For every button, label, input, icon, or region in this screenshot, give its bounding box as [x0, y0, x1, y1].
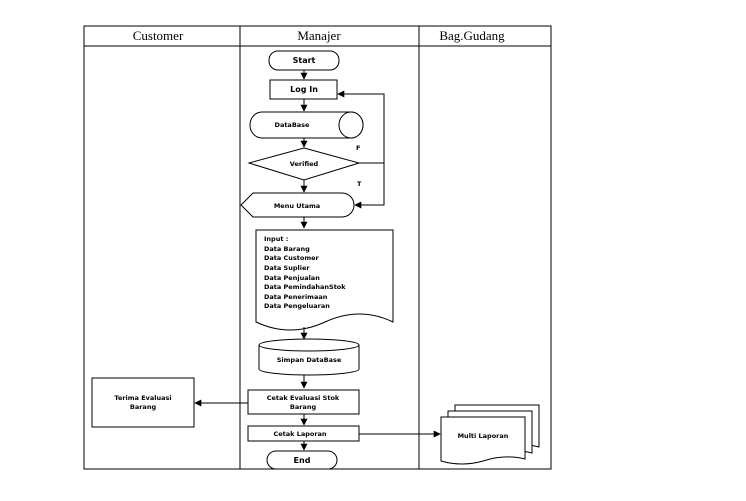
input-line-6: Data Penerimaan — [264, 293, 328, 301]
database-storage: DataBase — [249, 111, 364, 139]
login-label: Log In — [290, 85, 318, 94]
terima-evaluasi-label-line1: Terima Evaluasi — [114, 394, 171, 402]
database-label: DataBase — [275, 121, 310, 129]
lane-title-manajer: Manajer — [297, 28, 341, 43]
arrow-verified-false-login — [337, 90, 385, 164]
login-process: Log In — [269, 79, 338, 100]
arrow-verified-true-menu — [354, 163, 385, 209]
input-document: Input : Data Barang Data Customer Data S… — [255, 229, 394, 331]
cetak-evaluasi-label-line1: Cetak Evaluasi Stok — [267, 394, 340, 402]
simpan-database-cylinder: Simpan DataBase — [258, 338, 360, 376]
verified-decision: Verified — [247, 147, 361, 181]
end-label: End — [294, 456, 311, 465]
input-line-0: Input : — [264, 235, 288, 243]
input-line-2: Data Customer — [264, 254, 320, 262]
cetak-evaluasi-process: Cetak Evaluasi Stok Barang — [247, 389, 360, 415]
cetak-laporan-process: Cetak Laporan — [247, 425, 360, 442]
end-terminator: End — [266, 450, 338, 470]
input-line-5: Data PemindahanStok — [264, 283, 346, 291]
input-line-7: Data Pengeluaran — [264, 302, 330, 310]
input-line-3: Data Suplier — [264, 264, 310, 272]
input-line-1: Data Barang — [264, 245, 310, 253]
verified-label: Verified — [290, 160, 319, 168]
input-line-4: Data Penjualan — [264, 274, 320, 282]
lane-title-customer: Customer — [133, 28, 184, 43]
menu-utama-display: Menu Utama — [240, 192, 355, 218]
cetak-evaluasi-label-line2: Barang — [290, 403, 317, 411]
start-label: Start — [293, 56, 316, 65]
menu-utama-label: Menu Utama — [274, 202, 320, 210]
lane-title-bag-gudang: Bag.Gudang — [439, 28, 505, 43]
terima-evaluasi-process: Terima Evaluasi Barang — [91, 377, 195, 428]
label-false: F — [356, 144, 360, 152]
terima-evaluasi-label-line2: Barang — [130, 403, 157, 411]
multi-laporan-document: Multi Laporan — [440, 404, 540, 465]
start-terminator: Start — [268, 50, 340, 71]
cetak-laporan-label: Cetak Laporan — [273, 430, 326, 438]
multi-laporan-label: Multi Laporan — [458, 432, 509, 440]
simpan-database-label: Simpan DataBase — [277, 356, 342, 364]
label-true: T — [357, 180, 362, 188]
